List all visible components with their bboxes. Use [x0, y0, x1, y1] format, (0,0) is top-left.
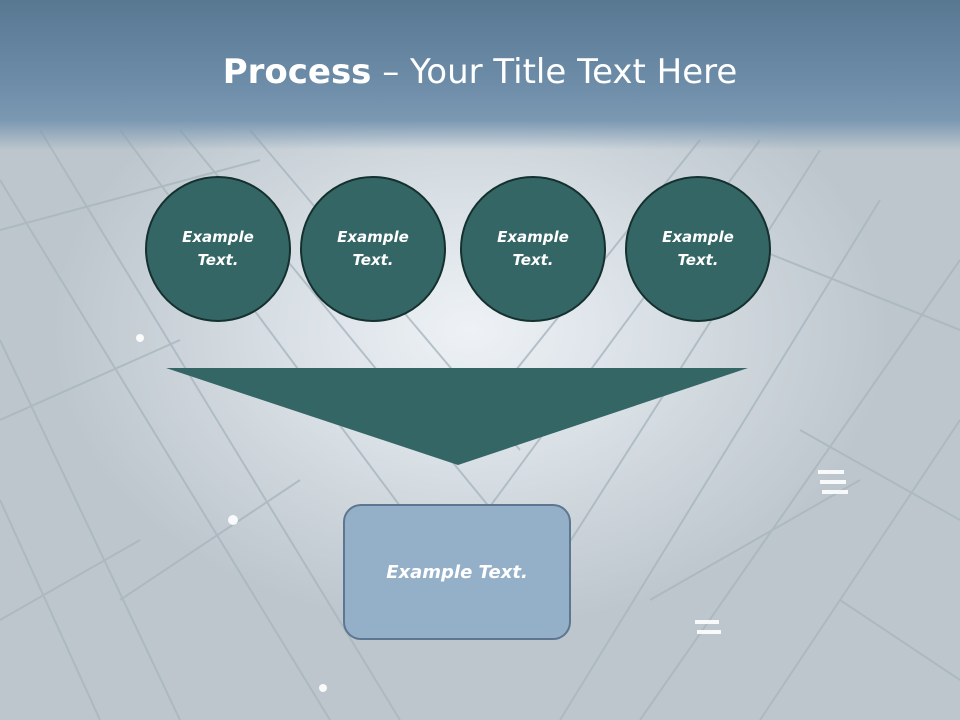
process-step-label: Example Text. [497, 228, 569, 269]
process-step-circle-1[interactable]: Example Text. [145, 176, 291, 322]
process-step-label: Example Text. [182, 228, 254, 269]
title-bold-part: Process [222, 52, 372, 92]
funnel-arrow-shape[interactable] [166, 368, 748, 466]
process-step-circle-2[interactable]: Example Text. [300, 176, 446, 322]
process-step-circle-3[interactable]: Example Text. [460, 176, 606, 322]
slide-title: Process – Your Title Text Here [0, 52, 960, 92]
title-rest-part: – Your Title Text Here [371, 52, 738, 92]
result-box[interactable]: Example Text. [343, 504, 571, 640]
process-step-circle-4[interactable]: Example Text. [625, 176, 771, 322]
title-bar: Process – Your Title Text Here [0, 0, 960, 150]
funnel-triangle [166, 368, 748, 465]
process-step-label: Example Text. [662, 228, 734, 269]
result-label: Example Text. [386, 561, 528, 583]
process-step-label: Example Text. [337, 228, 409, 269]
